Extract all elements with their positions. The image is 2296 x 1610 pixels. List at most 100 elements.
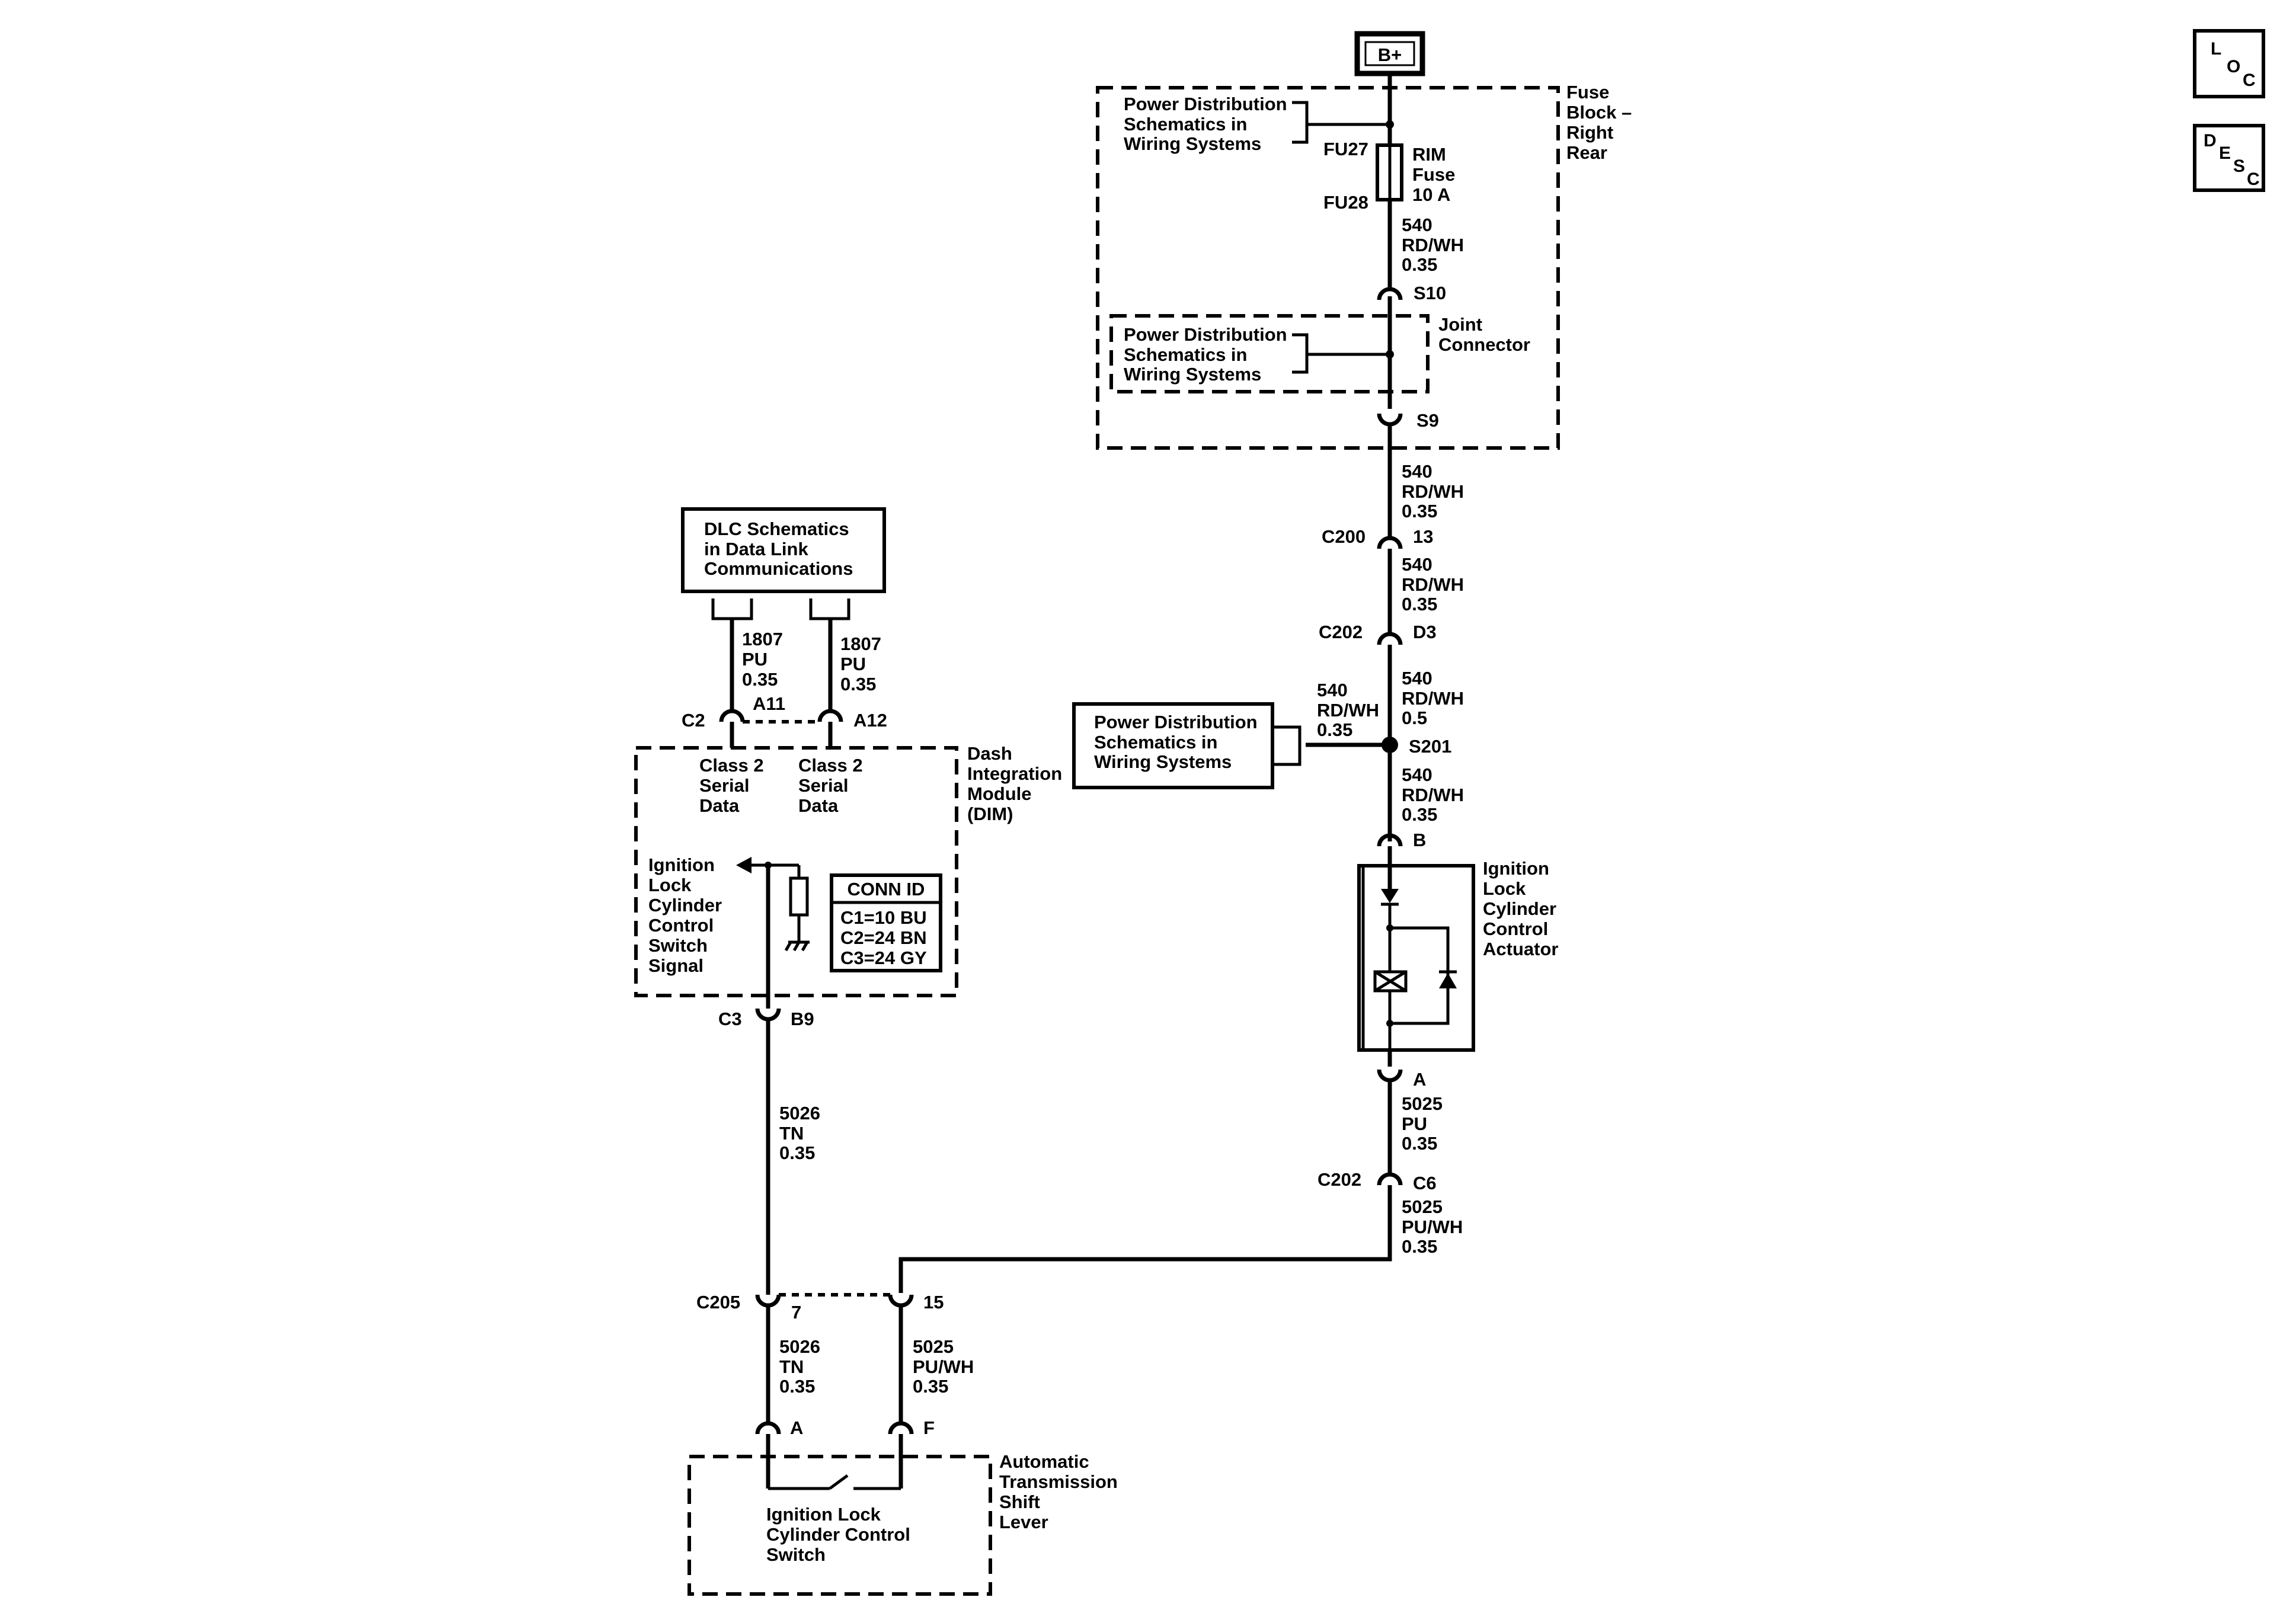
- svg-text:Lever: Lever: [999, 1512, 1048, 1532]
- pd-reference-splice[interactable]: Power Distribution Schematics in Wiring …: [1072, 702, 1302, 789]
- shift-lever-pin-a: A: [790, 1417, 803, 1438]
- svg-text:5025: 5025: [913, 1336, 954, 1357]
- fuse-block-title-1: Fuse: [1566, 82, 1609, 103]
- pd-ref-2-line-3: Wiring Systems: [1124, 364, 1261, 385]
- desc-letter-s: S: [2233, 156, 2245, 176]
- svg-text:540: 540: [1402, 668, 1432, 689]
- svg-text:Signal: Signal: [648, 955, 703, 976]
- connector-c2[interactable]: C2 A11 A12: [682, 693, 887, 748]
- svg-text:Automatic: Automatic: [999, 1451, 1089, 1472]
- joint-connector-label-2: Connector: [1438, 334, 1530, 355]
- fuse-block-enclosure: [1096, 86, 1560, 450]
- svg-text:Ignition Lock: Ignition Lock: [766, 1504, 881, 1525]
- wire-1807-label-a: 1807 PU 0.35: [742, 629, 783, 690]
- wire-5026-label-a: 5026 TN 0.35: [779, 1103, 820, 1163]
- svg-text:Integration: Integration: [967, 763, 1062, 784]
- connector-c205[interactable]: C205 7 15: [696, 1292, 944, 1323]
- svg-text:RD/WH: RD/WH: [1402, 574, 1464, 595]
- loc-letter-l: L: [2211, 39, 2221, 59]
- svg-text:Serial: Serial: [798, 775, 848, 796]
- svg-text:Cylinder Control: Cylinder Control: [766, 1524, 910, 1545]
- svg-text:PU/WH: PU/WH: [913, 1356, 974, 1377]
- dim-title: Dash Integration Module (DIM): [967, 743, 1062, 824]
- connector-c200-label: C200: [1322, 526, 1366, 547]
- svg-text:540: 540: [1402, 461, 1432, 482]
- fuse-block-title-4: Rear: [1566, 142, 1607, 163]
- svg-text:0.35: 0.35: [1402, 1236, 1437, 1257]
- pd-ref-3-line-2: Schematics in: [1094, 732, 1217, 753]
- actuator-label-4: Control: [1483, 918, 1548, 939]
- actuator-pin-a: A: [1413, 1069, 1426, 1090]
- actuator-pin-b: B: [1413, 830, 1426, 850]
- svg-text:0.35: 0.35: [779, 1376, 815, 1397]
- fuse-label-1: RIM: [1412, 144, 1446, 165]
- wire-5025-label-a: 5025 PU 0.35: [1402, 1093, 1443, 1154]
- dlc-label-2: in Data Link: [704, 539, 808, 559]
- svg-text:RD/WH: RD/WH: [1402, 785, 1464, 805]
- wire-5025-label-b: 5025 PU/WH 0.35: [1402, 1196, 1463, 1257]
- connector-c202-bottom-pin: C6: [1413, 1173, 1437, 1193]
- desc-letter-d: D: [2204, 131, 2217, 151]
- svg-text:0.35: 0.35: [1402, 1133, 1437, 1154]
- svg-text:Dash: Dash: [967, 743, 1012, 764]
- connector-s10-label: S10: [1414, 283, 1446, 303]
- connector-c2-pin-a11: A11: [753, 693, 785, 714]
- wire-540-label-a: 540 RD/WH 0.35: [1402, 215, 1464, 275]
- connector-c2-pin-a12: A12: [853, 710, 887, 731]
- svg-text:C2=24 BN: C2=24 BN: [840, 927, 927, 948]
- fuse-label-2: Fuse: [1412, 164, 1455, 185]
- svg-text:PU: PU: [742, 649, 768, 670]
- fuse-block-title-3: Right: [1566, 122, 1613, 143]
- fuse-in-label: FU27: [1323, 139, 1368, 159]
- desc-letter-c: C: [2247, 169, 2260, 189]
- shift-lever-title: Automatic Transmission Shift Lever: [999, 1451, 1118, 1532]
- connector-c205-pin-15: 15: [923, 1292, 944, 1313]
- battery-label: B+: [1378, 44, 1402, 65]
- svg-text:PU: PU: [840, 654, 866, 674]
- svg-text:Shift: Shift: [999, 1491, 1040, 1512]
- connector-c205-pin-7: 7: [791, 1302, 801, 1323]
- loc-letter-c: C: [2243, 71, 2256, 90]
- svg-text:0.35: 0.35: [1317, 719, 1352, 740]
- dlc-reference[interactable]: DLC Schematics in Data Link Communicatio…: [681, 507, 886, 620]
- pd-reference-fuse-block[interactable]: Power Distribution Schematics in Wiring …: [1124, 94, 1394, 154]
- svg-text:PU/WH: PU/WH: [1402, 1217, 1463, 1237]
- shift-lever-connector[interactable]: A F: [755, 1417, 935, 1438]
- dim-class2-a: Class 2 Serial Data: [699, 755, 764, 816]
- dim-class2-b: Class 2 Serial Data: [798, 755, 863, 816]
- desc-button[interactable]: D E S C: [2193, 124, 2265, 192]
- loc-button[interactable]: L O C: [2193, 29, 2265, 98]
- svg-text:Serial: Serial: [699, 775, 749, 796]
- pd-ref-1-line-1: Power Distribution: [1124, 94, 1287, 114]
- pd-ref-1-line-3: Wiring Systems: [1124, 133, 1261, 154]
- svg-text:Data: Data: [699, 795, 740, 816]
- svg-text:CONN ID: CONN ID: [848, 879, 925, 900]
- actuator-connector-a[interactable]: A: [1377, 1069, 1426, 1173]
- connector-c200-pin: 13: [1413, 526, 1433, 547]
- connector-c202-bottom[interactable]: C202 C6: [1318, 1169, 1437, 1193]
- desc-letter-e: E: [2219, 143, 2231, 163]
- svg-text:RD/WH: RD/WH: [1402, 481, 1464, 502]
- splice-s201-label: S201: [1409, 736, 1451, 757]
- svg-text:Ignition: Ignition: [648, 854, 715, 875]
- wire-540-label-b: 540 RD/WH 0.35: [1402, 461, 1464, 521]
- connector-c205-label: C205: [696, 1292, 740, 1313]
- connector-c200[interactable]: C200 13: [1322, 526, 1433, 633]
- connector-c202-bottom-label: C202: [1318, 1169, 1361, 1190]
- fuse-block-title-2: Block –: [1566, 102, 1632, 123]
- fuse-block-title: Fuse Block – Right Rear: [1566, 82, 1632, 163]
- pd-ref-1-line-2: Schematics in: [1124, 114, 1247, 135]
- svg-text:1807: 1807: [840, 633, 881, 654]
- dim-switch-signal-label: Ignition Lock Cylinder Control Switch Si…: [648, 854, 722, 976]
- actuator-label-1: Ignition: [1483, 858, 1549, 879]
- svg-text:1807: 1807: [742, 629, 783, 649]
- actuator-connector-b[interactable]: B: [1377, 830, 1426, 850]
- actuator-label-5: Actuator: [1483, 939, 1558, 959]
- joint-connector-enclosure: [1109, 314, 1430, 393]
- actuator-label-3: Cylinder: [1483, 898, 1556, 919]
- svg-text:0.5: 0.5: [1402, 708, 1427, 728]
- wire-540-label-e: 540 RD/WH 0.35: [1402, 764, 1464, 825]
- svg-text:TN: TN: [779, 1123, 804, 1144]
- pd-reference-joint-connector[interactable]: Power Distribution Schematics in Wiring …: [1124, 324, 1394, 385]
- svg-text:RD/WH: RD/WH: [1402, 688, 1464, 709]
